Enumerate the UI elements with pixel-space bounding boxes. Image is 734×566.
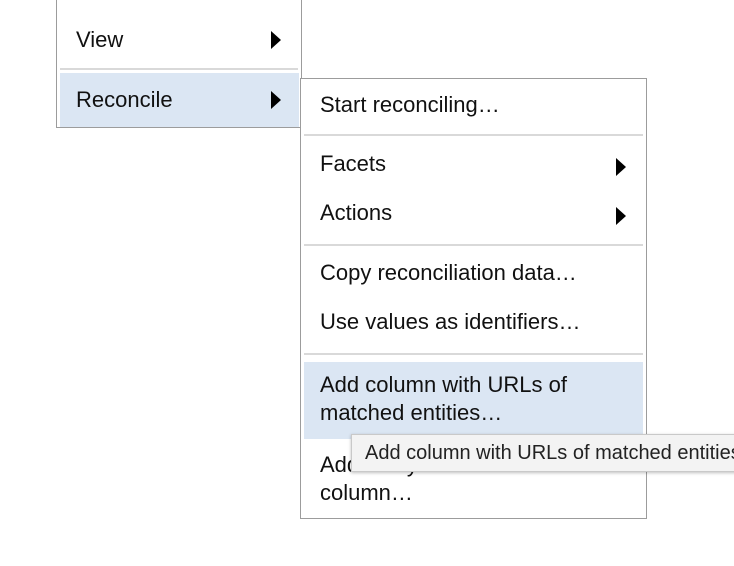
menu-item-use-values-as-identifiers[interactable]: Use values as identifiers… [304, 299, 643, 345]
triangle-right-icon [271, 91, 281, 109]
menu-item-label: Start reconciling… [320, 92, 500, 117]
menu-item-tooltip: Add column with URLs of matched entities [351, 434, 734, 472]
menu-item-label: View [76, 27, 124, 52]
triangle-right-icon [616, 207, 626, 225]
menu-item-label-line-2: matched entities… [320, 400, 503, 425]
menu-separator [304, 244, 643, 246]
menu-separator [304, 353, 643, 355]
menu-separator [304, 134, 643, 136]
menu-item-label: Facets [320, 151, 387, 176]
menu-item-label: Actions [320, 200, 393, 225]
menu-item-label: Copy reconciliation data… [320, 260, 577, 285]
menu-item-label: Reconcile [76, 87, 173, 112]
menu-item-label-line-2: column… [320, 480, 413, 505]
triangle-right-icon [616, 158, 626, 176]
menu-item-actions[interactable]: Actions [304, 190, 643, 236]
menu-item-start-reconciling[interactable]: Start reconciling… [304, 79, 643, 133]
menu-item-reconcile[interactable]: Reconcile [60, 73, 299, 127]
menu-item-copy-reconciliation-data[interactable]: Copy reconciliation data… [304, 250, 643, 296]
menu-separator [60, 68, 298, 70]
menu-item-add-column-with-urls[interactable]: Add column with URLs of matched entities… [304, 362, 643, 439]
menu-item-view[interactable]: View [60, 13, 299, 67]
menu-item-label: Use values as identifiers… [320, 309, 581, 334]
triangle-right-icon [271, 31, 281, 49]
menu-item-facets[interactable]: Facets [304, 141, 643, 187]
column-menu: View Reconcile [56, 0, 302, 128]
menu-item-label-line-1: Add column with URLs of [320, 372, 567, 397]
